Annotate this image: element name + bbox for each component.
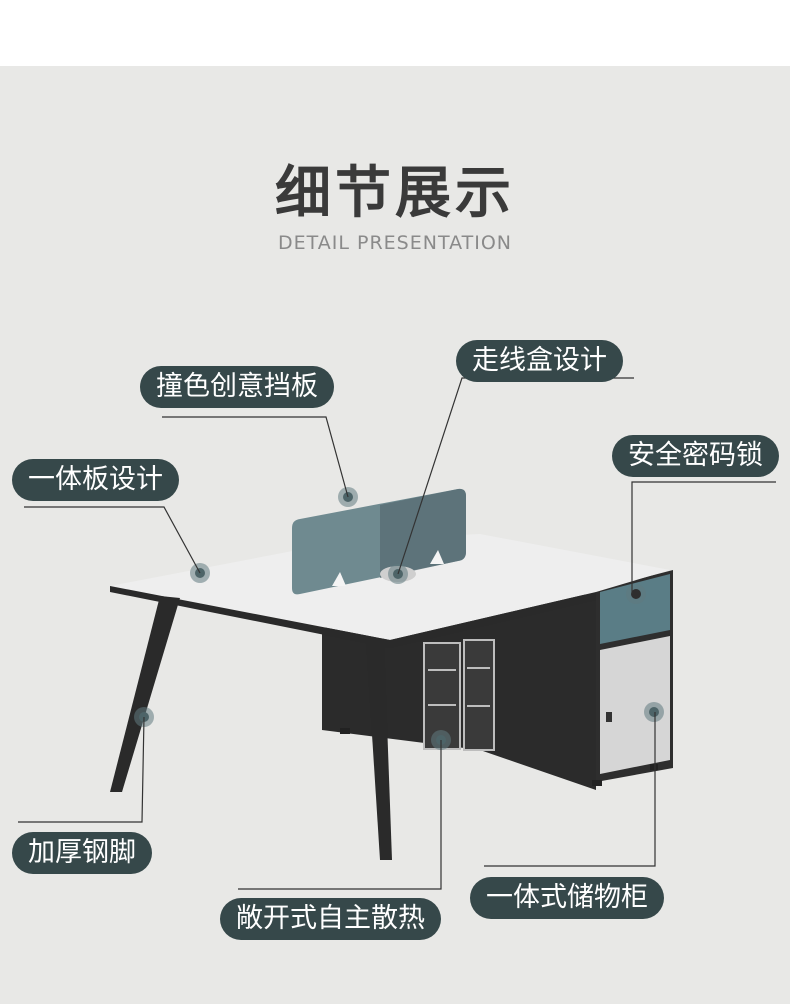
desk-top	[110, 534, 670, 640]
leg-front-center	[366, 640, 392, 860]
callout-cable-box: 走线盒设计	[456, 340, 623, 382]
callout-security-lock: 安全密码锁	[612, 435, 779, 477]
callout-panel-color: 撞色创意挡板	[140, 366, 334, 408]
callout-one-piece-board: 一体板设计	[12, 459, 179, 501]
leg-front-left	[110, 596, 180, 792]
page-title: 细节展示	[275, 161, 515, 226]
pedestal-drawer	[600, 574, 670, 644]
leader-lines	[18, 377, 776, 890]
callout-host-cooling: 敞开式自主散热	[220, 898, 441, 940]
callout-storage-cabinet: 一体式储物柜	[470, 877, 664, 919]
page-subtitle: DETAIL PRESENTATION	[278, 232, 512, 254]
cpu-holder-right	[463, 639, 495, 751]
pedestal-door	[600, 636, 670, 774]
desk-top-edge	[110, 586, 596, 648]
callout-steel-legs: 加厚钢脚	[12, 832, 152, 874]
